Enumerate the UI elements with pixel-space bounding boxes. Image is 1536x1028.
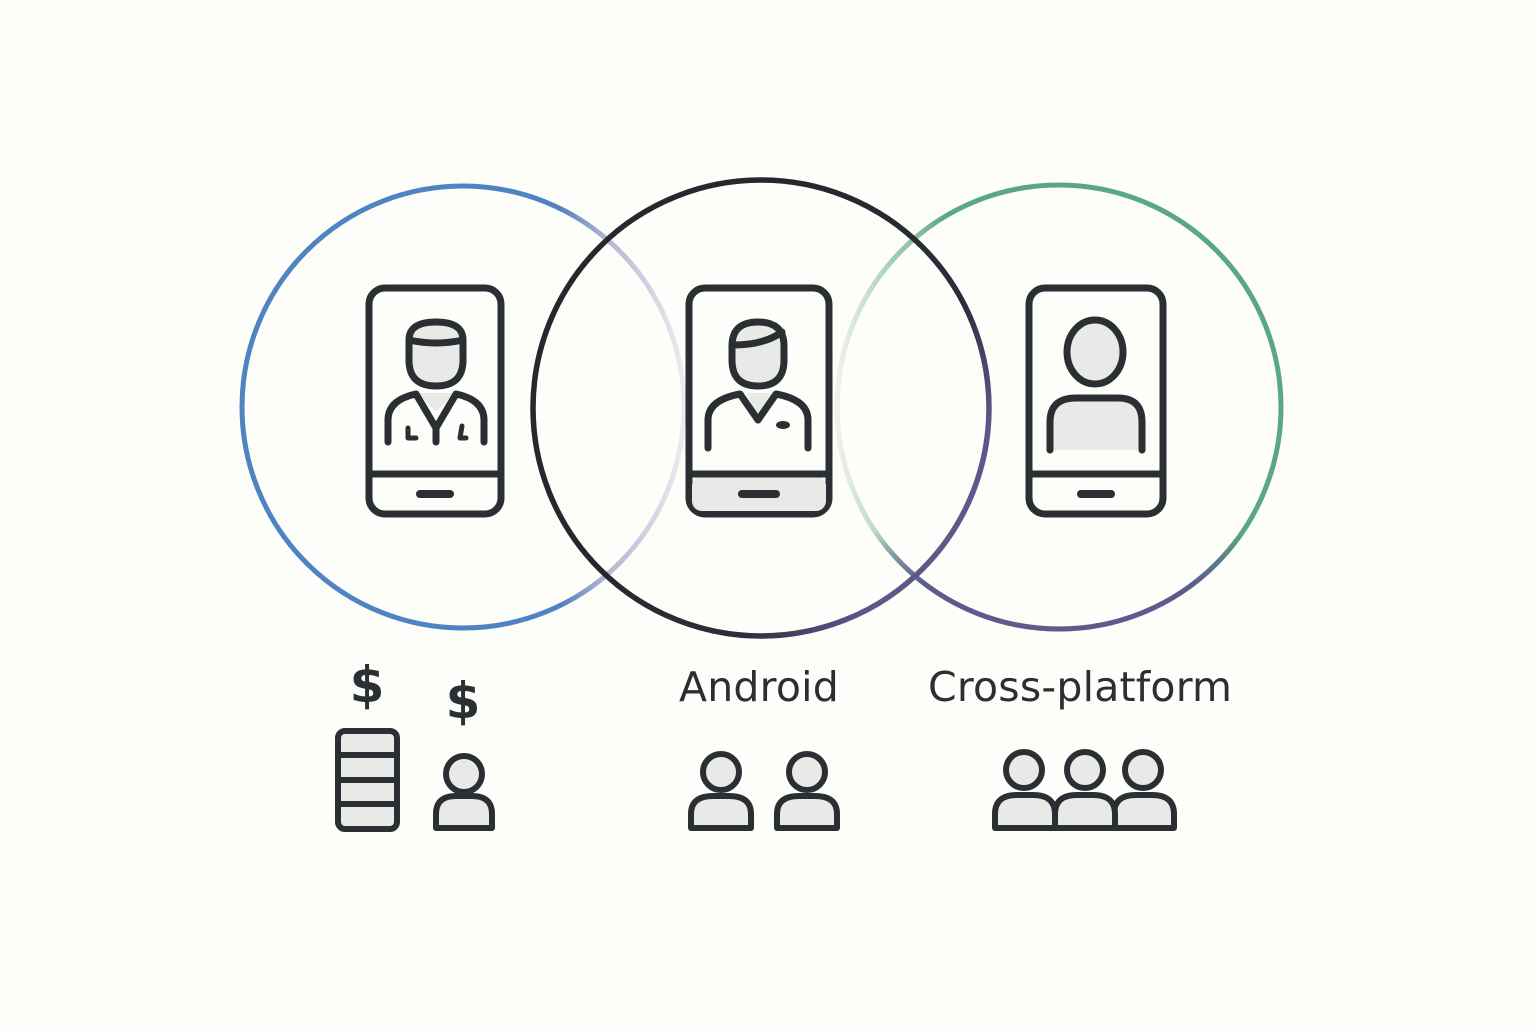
dollar-sign-icon: $	[350, 656, 385, 714]
circle-right-green	[834, 182, 1284, 632]
dollar-coin-stack-icon: $	[335, 656, 400, 832]
circle-middle-dark	[530, 177, 992, 639]
two-users-icon	[688, 751, 840, 831]
android-label: Android	[679, 663, 839, 711]
cross-platform-label: Cross-platform	[928, 663, 1233, 711]
circle-left-blue	[239, 183, 687, 631]
three-users-group-icon	[992, 749, 1177, 831]
dollar-sign-icon: $	[446, 672, 481, 730]
person-phone-icon	[685, 284, 833, 518]
dollar-single-user-icon: $	[433, 672, 495, 831]
doctor-phone-icon	[365, 284, 505, 518]
user-phone-icon	[1025, 284, 1167, 518]
